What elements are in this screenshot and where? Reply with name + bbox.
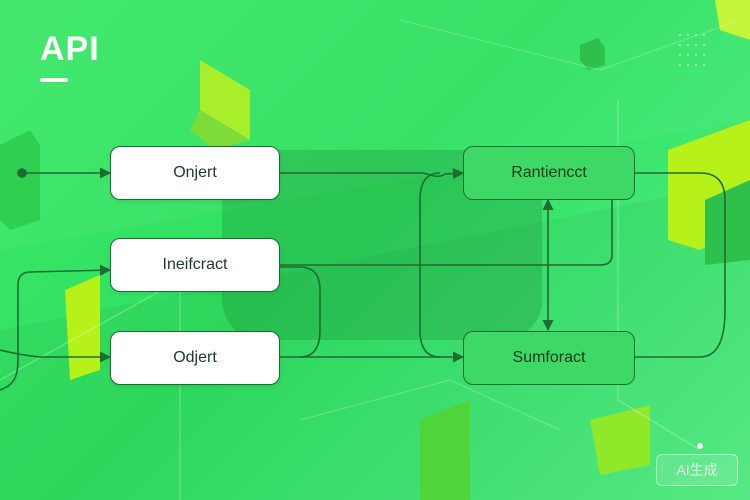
link-left-vertical bbox=[419, 172, 441, 358]
node-odjert[interactable]: Odjert bbox=[110, 331, 280, 385]
dot-grid bbox=[679, 34, 705, 66]
loop-ineifcract-right bbox=[280, 172, 726, 358]
node-ineifcract-label: Ineifcract bbox=[162, 256, 228, 273]
title-underline bbox=[40, 78, 68, 82]
connectors bbox=[0, 167, 726, 391]
arrow-left-to-odjert bbox=[0, 349, 112, 363]
node-onjert-label: Onjert bbox=[173, 164, 217, 181]
page-title: API bbox=[40, 30, 100, 68]
arrow-left-to-ineifcract bbox=[0, 264, 112, 391]
watermark-label: AI生成 bbox=[676, 462, 718, 478]
node-onjert[interactable]: Onjert bbox=[110, 146, 280, 200]
node-sumforact-label: Sumforact bbox=[512, 349, 586, 366]
node-ineifcract[interactable]: Ineifcract bbox=[110, 238, 280, 292]
node-rantiencct[interactable]: Rantiencct bbox=[463, 146, 635, 200]
loop-ineifcract-down bbox=[280, 266, 321, 358]
node-sumforact[interactable]: Sumforact bbox=[463, 331, 635, 385]
node-odjert-label: Odjert bbox=[173, 349, 217, 366]
node-rantiencct-label: Rantiencct bbox=[511, 164, 587, 181]
watermark-badge: AI生成 bbox=[656, 454, 738, 486]
